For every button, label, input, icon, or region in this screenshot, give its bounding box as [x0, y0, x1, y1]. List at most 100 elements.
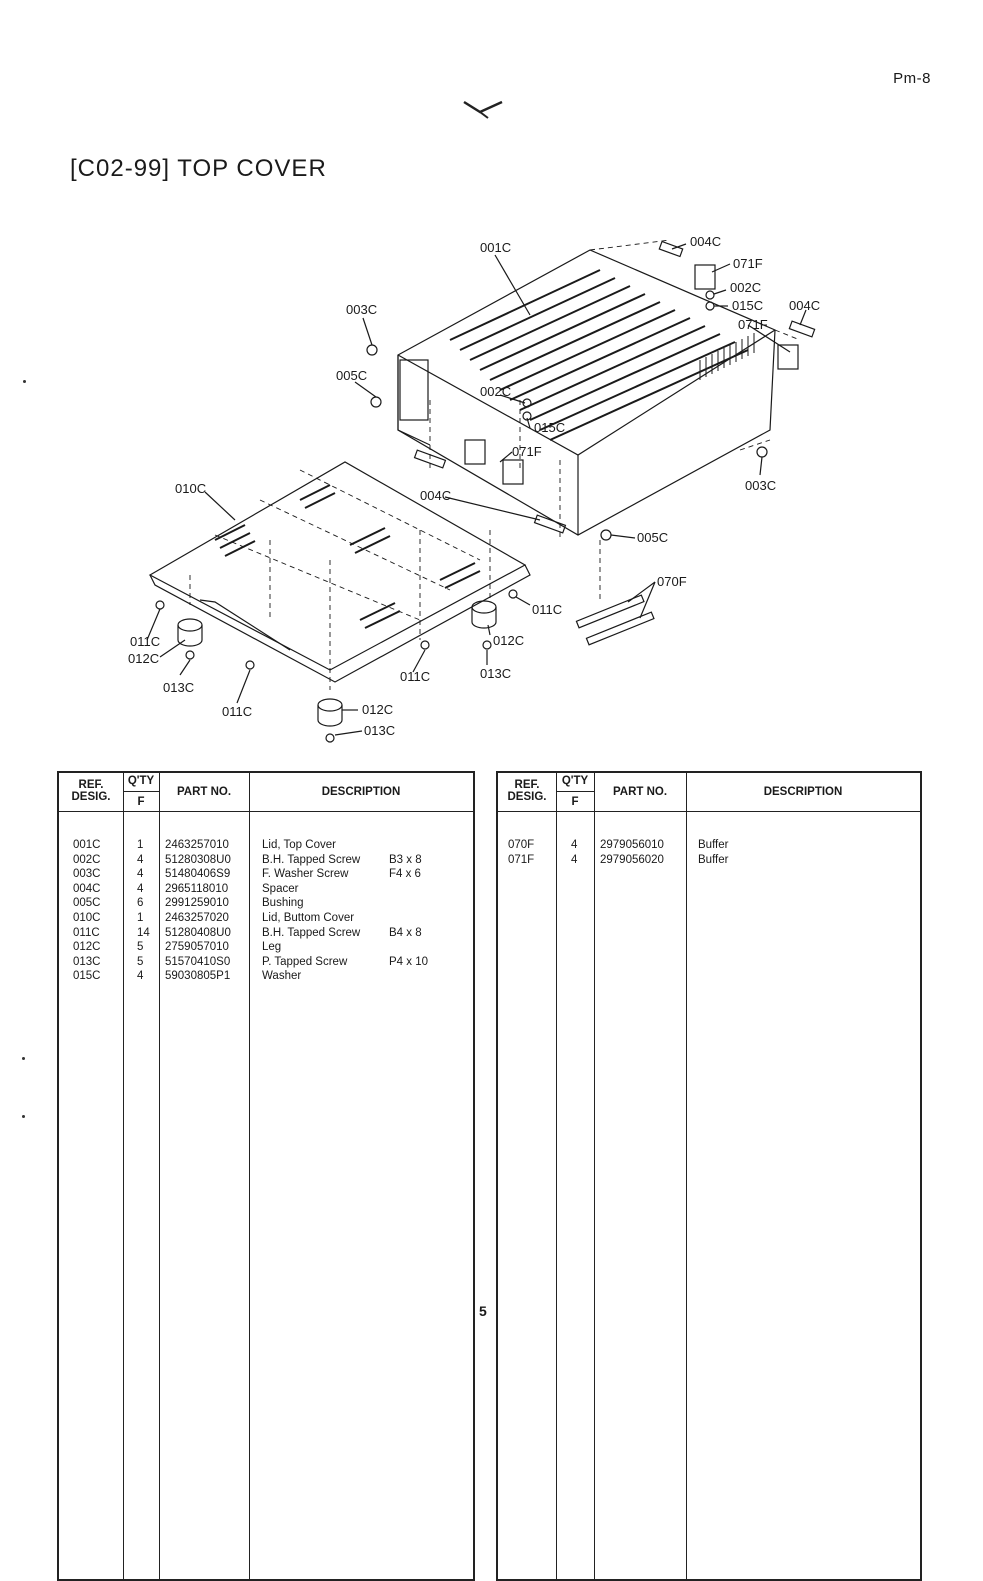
qty-cell: 4	[571, 853, 578, 866]
description-cell: Lid, Buttom Cover	[262, 911, 355, 924]
page-title: [C02-99] TOP COVER	[70, 155, 327, 182]
qty-cell: 6	[137, 897, 144, 910]
label-002c: 002C	[480, 384, 511, 399]
qty-sub-header: F	[137, 796, 145, 808]
diagram-labels: 001C 003C 005C 002C 015C 071F 004C 004C …	[128, 234, 820, 738]
desig-header: DESIG.	[507, 791, 547, 803]
label-012c: 012C	[128, 651, 159, 666]
table-row: 003C 4 51480406S9 F. Washer Screw F4 x 6	[59, 867, 473, 882]
part-no-cell: 2463257020	[165, 911, 229, 924]
label-001c: 001C	[480, 240, 511, 255]
check-mark	[463, 100, 503, 119]
description-cell: P. Tapped Screw	[262, 955, 348, 968]
qty-cell: 4	[571, 839, 578, 851]
ref-cell: 015C	[73, 970, 101, 983]
qty-cell: 4	[137, 868, 144, 881]
spec-cell: B4 x 8	[389, 926, 422, 939]
ref-cell: 013C	[73, 955, 101, 968]
label-010c: 010C	[175, 481, 206, 496]
label-004c: 004C	[690, 234, 721, 249]
part-no-cell: 51280408U0	[165, 926, 231, 939]
label-003c: 003C	[745, 478, 776, 493]
label-011c: 011C	[400, 669, 430, 684]
ref-cell: 010C	[73, 911, 101, 924]
spec-cell: B3 x 8	[389, 853, 422, 866]
label-012c: 012C	[362, 702, 393, 717]
part-no-cell: 59030805P1	[165, 970, 231, 983]
description-cell: Spacer	[262, 882, 299, 895]
spec-cell: F4 x 6	[389, 868, 421, 881]
label-070f: 070F	[657, 574, 687, 589]
label-071f: 071F	[512, 444, 542, 459]
qty-cell: 4	[137, 853, 144, 866]
description-cell: F. Washer Screw	[262, 868, 349, 881]
qty-cell: 1	[137, 911, 144, 924]
label-002c: 002C	[730, 280, 761, 295]
ref-cell: 070F	[508, 839, 535, 851]
label-012c: 012C	[493, 633, 524, 648]
table-row: 005C 6 2991259010 Bushing	[59, 896, 473, 911]
qty-sub-header: F	[571, 796, 579, 808]
part-no-cell: 2759057010	[165, 941, 229, 954]
qty-cell: 1	[137, 839, 144, 851]
description-cell: Lid, Top Cover	[262, 839, 336, 851]
part-no-cell: 2991259010	[165, 897, 229, 910]
scan-speck	[23, 380, 26, 383]
qty-cell: 5	[137, 941, 144, 954]
part-no-cell: 2463257010	[165, 839, 229, 851]
ref-cell: 011C	[73, 926, 100, 939]
ref-cell: 001C	[73, 839, 101, 851]
table-row: 070F 4 2979056010 Buffer	[498, 838, 920, 853]
label-005c: 005C	[336, 368, 367, 383]
description-cell: Leg	[262, 941, 282, 954]
part-no-cell: 2979056010	[600, 839, 664, 851]
ref-header: REF.	[78, 779, 104, 791]
description-header: DESCRIPTION	[321, 786, 401, 798]
part-no-header: PART NO.	[176, 786, 232, 798]
qty-cell: 4	[137, 882, 144, 895]
ref-cell: 002C	[73, 853, 101, 866]
description-cell: Washer	[262, 970, 302, 983]
description-cell: Buffer	[698, 839, 729, 851]
description-cell: B.H. Tapped Screw	[262, 926, 361, 939]
qty-cell: 14	[137, 926, 150, 939]
parts-table-left: REF. DESIG. Q'TY F PART NO. DESCRIPTION …	[57, 771, 475, 1581]
description-cell: Bushing	[262, 897, 304, 910]
ref-cell: 071F	[508, 853, 535, 866]
table-row: 001C 1 2463257010 Lid, Top Cover	[59, 838, 473, 853]
qty-header: Q'TY	[127, 775, 155, 787]
qty-cell: 5	[137, 955, 144, 968]
part-no-cell: 51480406S9	[165, 868, 231, 881]
parts-table-right: REF. DESIG. Q'TY F PART NO. DESCRIPTION …	[496, 771, 922, 1581]
label-071f: 071F	[733, 256, 763, 271]
label-005c: 005C	[637, 530, 668, 545]
table-row: 071F 4 2979056020 Buffer	[498, 853, 920, 868]
page-reference: Pm-8	[893, 70, 931, 87]
ref-cell: 012C	[73, 941, 101, 954]
table-row: 011C 14 51280408U0 B.H. Tapped Screw B4 x 8	[59, 926, 473, 941]
part-no-cell: 2979056020	[600, 853, 664, 866]
label-011c: 011C	[532, 602, 562, 617]
label-013c: 013C	[163, 680, 194, 695]
part-no-header: PART NO.	[612, 786, 668, 798]
part-no-cell: 51570410S0	[165, 955, 231, 968]
qty-header: Q'TY	[561, 775, 589, 787]
label-011c: 011C	[222, 704, 252, 719]
scan-speck	[22, 1057, 25, 1060]
ref-header: REF.	[514, 779, 540, 791]
label-071f: 071F	[738, 317, 768, 332]
ref-cell: 004C	[73, 882, 101, 895]
label-004c: 004C	[420, 488, 451, 503]
description-cell: B.H. Tapped Screw	[262, 853, 361, 866]
ref-cell: 003C	[73, 868, 101, 881]
desig-header: DESIG.	[71, 791, 111, 803]
description-cell: Buffer	[698, 853, 729, 866]
table-row: 010C 1 2463257020 Lid, Buttom Cover	[59, 911, 473, 926]
spec-cell: P4 x 10	[389, 955, 428, 968]
table-header	[498, 773, 920, 812]
ref-cell: 005C	[73, 897, 101, 910]
